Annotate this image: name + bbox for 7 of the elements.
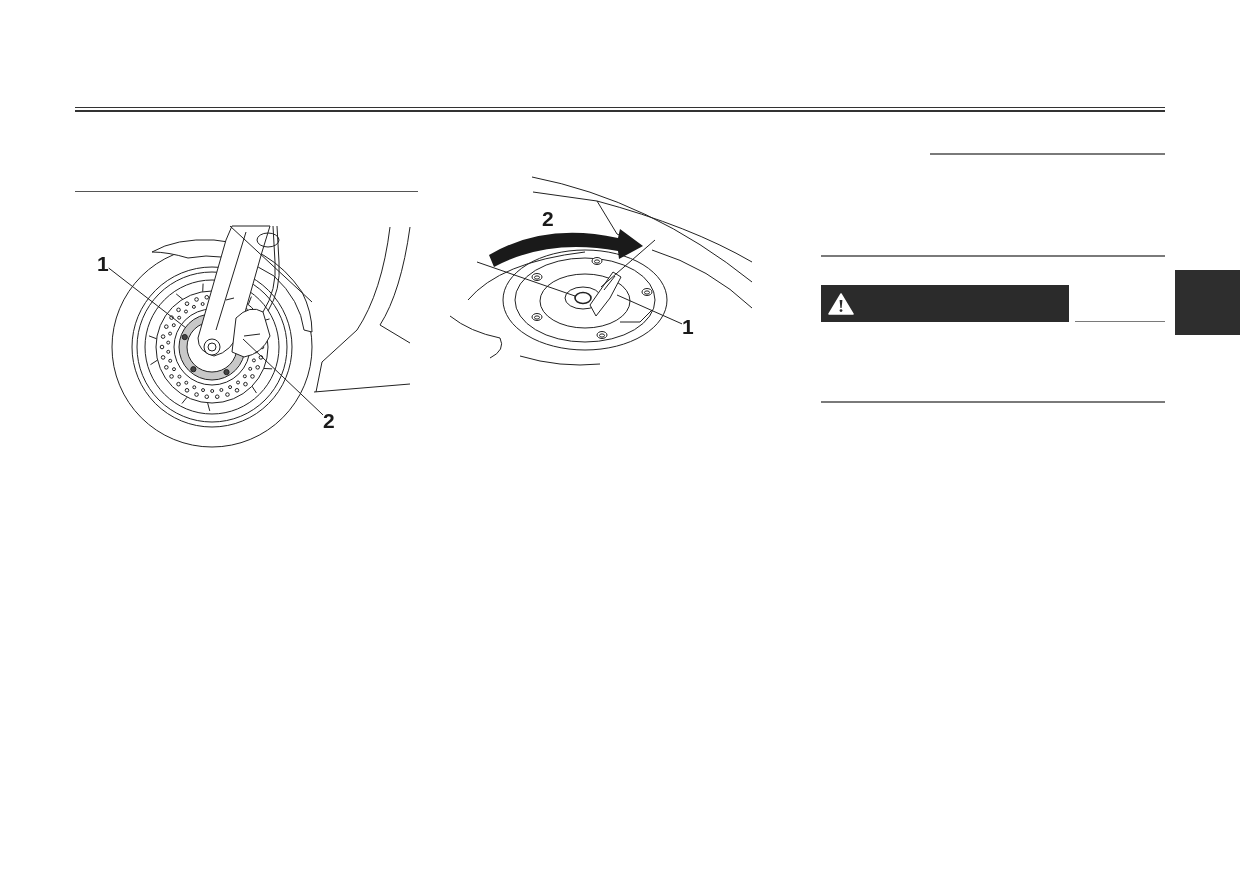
callout-number: 2 — [323, 410, 335, 431]
callout-number: 1 — [97, 253, 109, 274]
callout-number: 2 — [542, 208, 554, 229]
leader-line — [108, 267, 187, 329]
callout-number: 1 — [682, 316, 694, 337]
leader-line — [616, 294, 683, 325]
leader-line — [242, 338, 324, 416]
